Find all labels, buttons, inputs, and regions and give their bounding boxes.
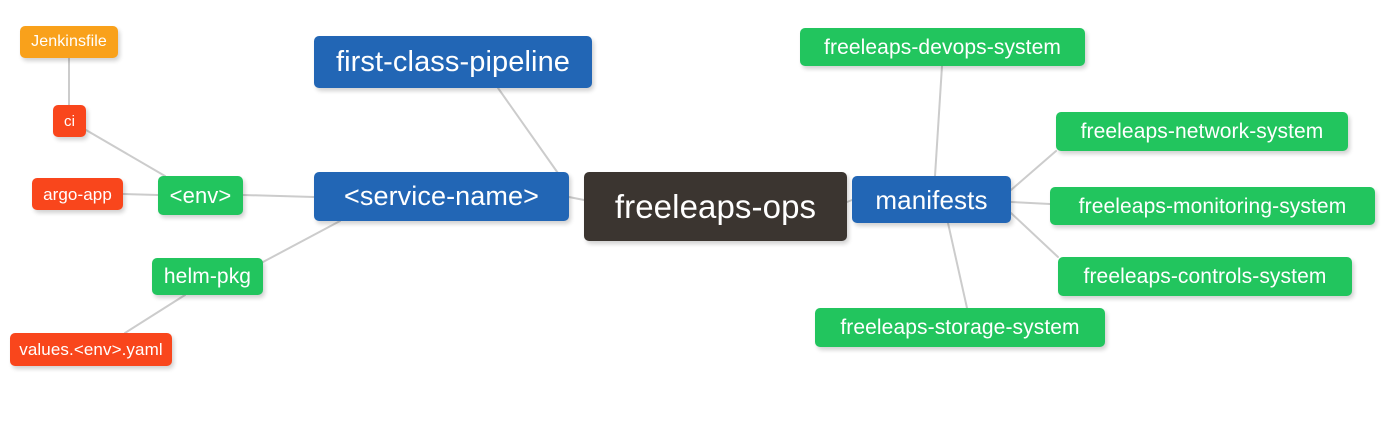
node-label-ci: ci [63,112,76,130]
node-manifests[interactable]: manifests [852,176,1011,223]
node-label-freeleaps-network-system: freeleaps-network-system [1080,120,1324,143]
node-jenkinsfile[interactable]: Jenkinsfile [20,26,118,58]
edge-manifests-to-freeleaps-monitoring-system [1010,201,1051,205]
node-label-helm-pkg: helm-pkg [163,265,252,288]
node-values-yaml[interactable]: values.<env>.yaml [10,333,172,366]
node-freeleaps-devops-system[interactable]: freeleaps-devops-system [800,28,1085,66]
node-freeleaps-storage-system[interactable]: freeleaps-storage-system [815,308,1105,347]
node-label-argo-app: argo-app [43,184,112,204]
node-env[interactable]: <env> [158,176,243,215]
edge-service-name-to-helm-pkg [262,220,341,263]
edge-manifests-to-freeleaps-devops-system [934,65,943,177]
edge-manifests-to-freeleaps-storage-system [947,222,968,309]
node-label-first-class-pipeline: first-class-pipeline [335,45,571,78]
node-label-freeleaps-controls-system: freeleaps-controls-system [1083,265,1327,288]
node-freeleaps-ops[interactable]: freeleaps-ops [584,172,847,241]
edge-helm-pkg-to-values-yaml [124,294,186,334]
node-label-freeleaps-storage-system: freeleaps-storage-system [840,316,1080,339]
node-argo-app[interactable]: argo-app [32,178,123,210]
edge-freeleaps-ops-to-service-name [568,196,585,201]
node-service-name[interactable]: <service-name> [314,172,569,221]
node-ci[interactable]: ci [53,105,86,137]
node-freeleaps-controls-system[interactable]: freeleaps-controls-system [1058,257,1352,296]
node-label-freeleaps-ops: freeleaps-ops [614,188,817,225]
node-freeleaps-network-system[interactable]: freeleaps-network-system [1056,112,1348,151]
node-label-manifests: manifests [875,184,988,215]
edge-manifests-to-freeleaps-network-system [1010,150,1057,191]
node-label-freeleaps-monitoring-system: freeleaps-monitoring-system [1078,194,1347,218]
node-first-class-pipeline[interactable]: first-class-pipeline [314,36,592,88]
node-label-jenkinsfile: Jenkinsfile [31,33,107,50]
node-helm-pkg[interactable]: helm-pkg [152,258,263,295]
node-label-freeleaps-devops-system: freeleaps-devops-system [824,35,1061,59]
edge-service-name-to-env [242,194,315,198]
edge-env-to-ci [85,129,166,177]
node-label-service-name: <service-name> [344,181,539,211]
node-freeleaps-monitoring-system[interactable]: freeleaps-monitoring-system [1050,187,1375,225]
node-label-env: <env> [169,182,232,208]
node-label-values-yaml: values.<env>.yaml [19,340,163,359]
edge-service-name-to-first-class-pipeline [497,87,561,177]
edge-env-to-argo-app [122,193,159,196]
